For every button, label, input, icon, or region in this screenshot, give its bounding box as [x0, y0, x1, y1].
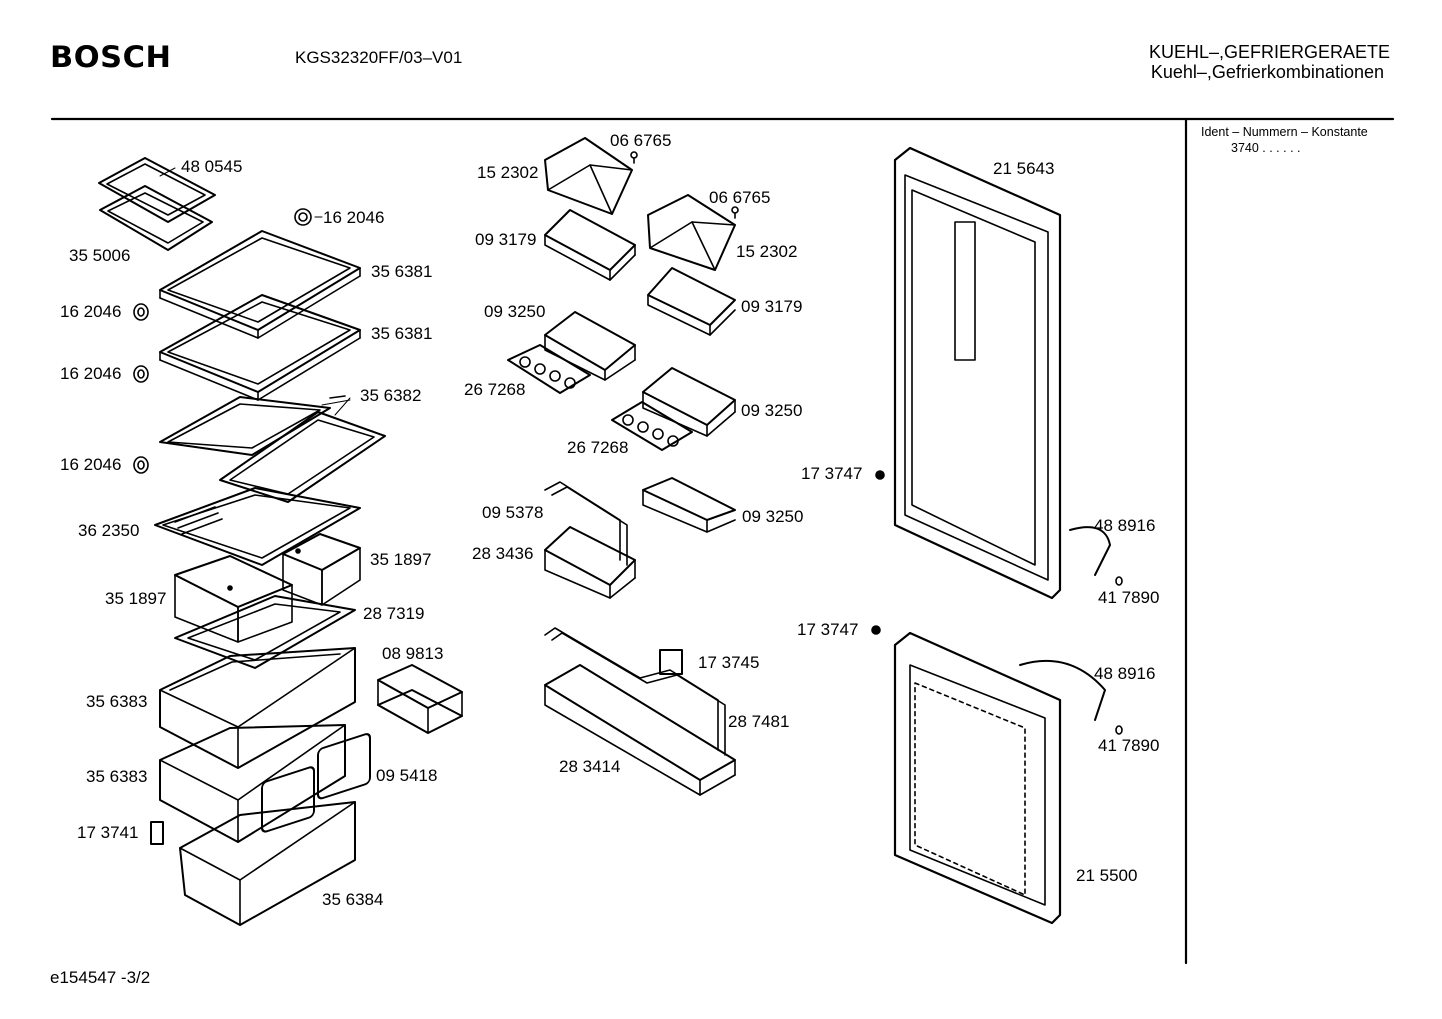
part-label: 41 7890	[1098, 588, 1160, 607]
part-label: 06 6765	[709, 188, 771, 207]
part-label: 48 0545	[181, 157, 243, 176]
part-coldpack-095418	[261, 733, 371, 833]
ident-panel-title: Ident – Nummern – Konstante	[1201, 125, 1368, 139]
part-screw-066765-b	[731, 206, 739, 219]
part-label: 35 6382	[360, 386, 422, 405]
part-label: 35 5006	[69, 246, 131, 265]
part-eggtray-267268-b	[611, 401, 693, 451]
part-label: 28 7319	[363, 604, 425, 623]
part-icetray-089813	[377, 664, 463, 734]
part-plug-417890-a	[1115, 576, 1123, 586]
part-handle-488916-b	[1019, 659, 1106, 721]
part-label: 28 3436	[472, 544, 534, 563]
part-label: 16 2046	[60, 455, 122, 474]
model-number: KGS32320FF/03–V01	[295, 48, 463, 67]
part-label: 35 1897	[105, 589, 167, 608]
part-screw-173747-b	[871, 625, 881, 635]
part-label: 08 9813	[382, 644, 444, 663]
part-label: 17 3747	[801, 464, 863, 483]
part-label: 26 7268	[567, 438, 629, 457]
part-label: 48 8916	[1094, 516, 1156, 535]
part-label: 36 2350	[78, 521, 140, 540]
part-label: 48 8916	[1094, 664, 1156, 683]
part-box-351897-a	[174, 555, 293, 643]
part-shelf-362350	[154, 487, 361, 566]
part-screw-066765-a	[630, 151, 638, 164]
part-label: 09 3179	[741, 297, 803, 316]
part-frame-287319	[174, 595, 356, 669]
brand-logo: BOSCH	[50, 40, 172, 74]
part-label: 09 3250	[484, 302, 546, 321]
part-label: 35 6384	[322, 890, 384, 909]
part-box-351897-b	[282, 533, 361, 606]
part-label: 26 7268	[464, 380, 526, 399]
part-shelf-283436	[544, 526, 636, 599]
part-label: 17 3747	[797, 620, 859, 639]
part-label: 35 6381	[371, 262, 433, 281]
part-eggtray-267268-a	[507, 344, 591, 394]
part-clip-173745	[659, 649, 683, 675]
part-label: 17 3745	[698, 653, 760, 672]
category-line-2: Kuehl–,Gefrierkombinationen	[1150, 62, 1384, 82]
part-cap-162046-2	[133, 365, 149, 383]
part-lid-152302-b	[647, 194, 736, 271]
part-label: 09 5418	[376, 766, 438, 785]
part-shelf-093250-a	[544, 311, 636, 381]
part-label: 35 1897	[370, 550, 432, 569]
part-rail-095378	[544, 481, 628, 566]
part-tray-480545	[98, 157, 216, 251]
part-label: 06 6765	[610, 131, 672, 150]
part-label: 09 3250	[741, 401, 803, 420]
part-label: 21 5500	[1076, 866, 1138, 885]
part-screw-173747-a	[875, 470, 885, 480]
part-label: 09 3250	[742, 507, 804, 526]
diagram-reference: e154547 -3/2	[50, 968, 151, 987]
part-cap-162046-top	[294, 208, 312, 226]
part-label: 21 5643	[993, 159, 1055, 178]
part-label: 09 5378	[482, 503, 544, 522]
part-handle-488916-a	[1069, 526, 1111, 576]
part-shelf-093179-b	[647, 267, 736, 336]
part-label: 16 2046	[60, 302, 122, 321]
part-shelf-093250-b	[642, 367, 736, 437]
part-shelf-093250-c	[642, 477, 736, 533]
part-label: 35 6383	[86, 767, 148, 786]
ident-panel-value: 3740 . . . . . .	[1231, 141, 1301, 155]
part-label: 15 2302	[477, 163, 539, 182]
part-door-215643	[893, 146, 1062, 600]
part-label: 09 3179	[475, 230, 537, 249]
part-label: 17 3741	[77, 823, 139, 842]
part-cap-162046-3	[133, 456, 149, 474]
category-line-1: KUEHL–,GEFRIERGERAETE	[1148, 42, 1390, 62]
part-drawer-356384	[179, 801, 356, 926]
part-rail-287481	[544, 627, 726, 756]
part-cap-162046-1	[133, 303, 149, 321]
part-label: 16 2046	[60, 364, 122, 383]
part-shelf-356381-b	[159, 294, 361, 401]
part-shelf-093179-a	[544, 209, 636, 281]
part-drawer-356383-b	[159, 724, 346, 843]
part-shelf-356382	[159, 395, 386, 503]
part-label: 15 2302	[736, 242, 798, 261]
part-label: 35 6381	[371, 324, 433, 343]
part-label: 35 6383	[86, 692, 148, 711]
part-lid-152302-a	[544, 137, 633, 215]
part-label: 28 3414	[559, 757, 621, 776]
part-plug-417890-b	[1115, 725, 1123, 735]
part-door-215500	[893, 631, 1062, 925]
part-shelf-356381-a	[159, 230, 361, 339]
part-clip-173741	[150, 821, 164, 845]
part-shelf-283414	[544, 664, 736, 796]
part-label: 41 7890	[1098, 736, 1160, 755]
part-label: 16 2046	[323, 208, 385, 227]
part-label: 28 7481	[728, 712, 790, 731]
